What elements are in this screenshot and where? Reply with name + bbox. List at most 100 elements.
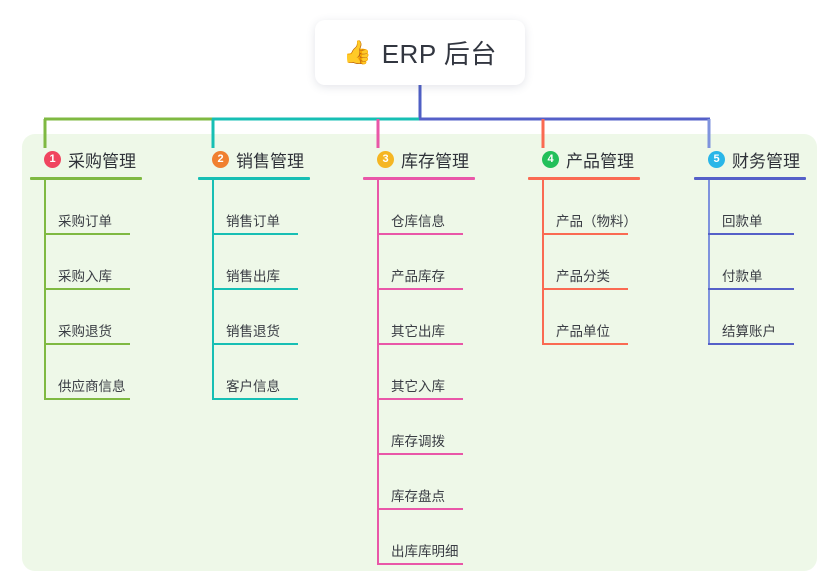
leaf-node[interactable]: 供应商信息 <box>44 345 142 400</box>
leaf-label: 付款单 <box>722 269 763 284</box>
leaf-node[interactable]: 产品单位 <box>542 290 640 345</box>
branch-column-3: 3 库存管理仓库信息产品库存其它出库其它入库库存调拨库存盘点出库库明细 <box>363 148 475 565</box>
leaf-underline <box>377 288 463 290</box>
branch-items-3: 仓库信息产品库存其它出库其它入库库存调拨库存盘点出库库明细 <box>363 180 475 565</box>
leaf-label: 产品单位 <box>556 324 610 339</box>
branch-header-2[interactable]: 2 销售管理 <box>198 148 310 171</box>
leaf-label: 产品库存 <box>391 269 445 284</box>
leaf-node[interactable]: 其它入库 <box>377 345 475 400</box>
branch-spine-4 <box>542 180 544 345</box>
leaf-underline <box>212 233 298 235</box>
branch-column-2: 2 销售管理销售订单销售出库销售退货客户信息 <box>198 148 310 400</box>
leaf-underline <box>44 343 130 345</box>
leaf-label: 销售出库 <box>226 269 280 284</box>
leaf-node[interactable]: 出库库明细 <box>377 510 475 565</box>
branch-badge-1: 1 <box>44 150 61 168</box>
leaf-node[interactable]: 产品分类 <box>542 235 640 290</box>
thumbs-up-icon: 👍 <box>343 39 372 65</box>
leaf-node[interactable]: 库存调拨 <box>377 400 475 455</box>
leaf-node[interactable]: 结算账户 <box>708 290 806 345</box>
leaf-label: 采购退货 <box>58 324 112 339</box>
leaf-underline <box>708 288 794 290</box>
branch-header-3[interactable]: 3 库存管理 <box>363 148 475 171</box>
leaf-node[interactable]: 销售退货 <box>212 290 310 345</box>
diagram-panel <box>22 134 817 571</box>
leaf-node[interactable]: 采购退货 <box>44 290 142 345</box>
leaf-label: 回款单 <box>722 214 763 229</box>
leaf-node[interactable]: 客户信息 <box>212 345 310 400</box>
leaf-label: 采购入库 <box>58 269 112 284</box>
leaf-label: 库存调拨 <box>391 434 445 449</box>
leaf-node[interactable]: 采购订单 <box>44 180 142 235</box>
branch-header-5[interactable]: 5 财务管理 <box>694 148 806 171</box>
branch-title-2: 销售管理 <box>236 151 304 171</box>
branch-spine-5 <box>708 180 710 345</box>
leaf-node[interactable]: 付款单 <box>708 235 806 290</box>
branch-column-4: 4 产品管理产品（物料） 产品分类产品单位 <box>528 148 640 345</box>
branch-underline-5 <box>694 177 806 180</box>
leaf-underline <box>377 563 463 565</box>
leaf-label: 出库库明细 <box>391 544 459 559</box>
leaf-underline <box>44 288 130 290</box>
branch-badge-3: 3 <box>377 150 394 168</box>
branch-items-5: 回款单付款单结算账户 <box>694 180 806 345</box>
leaf-underline <box>708 343 794 345</box>
leaf-label: 产品（物料） <box>556 214 637 229</box>
leaf-node[interactable]: 产品（物料） <box>542 180 640 235</box>
leaf-underline <box>377 233 463 235</box>
branch-column-1: 1 采购管理采购订单采购入库采购退货供应商信息 <box>30 148 142 400</box>
branch-spine-2 <box>212 180 214 400</box>
leaf-underline <box>377 398 463 400</box>
branch-header-4[interactable]: 4 产品管理 <box>528 148 640 171</box>
branch-badge-5: 5 <box>708 150 725 168</box>
leaf-label: 结算账户 <box>722 324 776 339</box>
branch-underline-4 <box>528 177 640 180</box>
branch-underline-3 <box>363 177 475 180</box>
branch-badge-4: 4 <box>542 150 559 168</box>
leaf-underline <box>212 343 298 345</box>
leaf-node[interactable]: 库存盘点 <box>377 455 475 510</box>
branch-items-2: 销售订单销售出库销售退货客户信息 <box>198 180 310 400</box>
branch-underline-2 <box>198 177 310 180</box>
branch-title-3: 库存管理 <box>401 151 469 171</box>
leaf-underline <box>212 398 298 400</box>
branch-spine-3 <box>377 180 379 565</box>
leaf-node[interactable]: 仓库信息 <box>377 180 475 235</box>
leaf-underline <box>44 398 130 400</box>
leaf-label: 其它入库 <box>391 379 445 394</box>
leaf-label: 采购订单 <box>58 214 112 229</box>
leaf-label: 销售退货 <box>226 324 280 339</box>
leaf-label: 其它出库 <box>391 324 445 339</box>
root-title: ERP 后台 <box>381 39 497 69</box>
leaf-label: 供应商信息 <box>58 379 126 394</box>
branch-title-5: 财务管理 <box>732 151 800 171</box>
branch-column-5: 5 财务管理回款单付款单结算账户 <box>694 148 806 345</box>
branch-items-4: 产品（物料） 产品分类产品单位 <box>528 180 640 345</box>
leaf-underline <box>377 343 463 345</box>
root-node[interactable]: 👍 ERP 后台 <box>315 20 525 85</box>
leaf-label: 销售订单 <box>226 214 280 229</box>
branch-header-1[interactable]: 1 采购管理 <box>30 148 142 171</box>
leaf-underline <box>377 453 463 455</box>
leaf-node[interactable]: 产品库存 <box>377 235 475 290</box>
branch-underline-1 <box>30 177 142 180</box>
leaf-node[interactable]: 其它出库 <box>377 290 475 345</box>
branch-items-1: 采购订单采购入库采购退货供应商信息 <box>30 180 142 400</box>
leaf-node[interactable]: 销售订单 <box>212 180 310 235</box>
branch-badge-2: 2 <box>212 150 229 168</box>
leaf-node[interactable]: 销售出库 <box>212 235 310 290</box>
branch-title-1: 采购管理 <box>68 151 136 171</box>
branch-spine-1 <box>44 180 46 400</box>
leaf-label: 仓库信息 <box>391 214 445 229</box>
leaf-label: 库存盘点 <box>391 489 445 504</box>
leaf-underline <box>44 233 130 235</box>
leaf-label: 产品分类 <box>556 269 610 284</box>
leaf-underline <box>212 288 298 290</box>
branch-title-4: 产品管理 <box>566 151 634 171</box>
leaf-node[interactable]: 回款单 <box>708 180 806 235</box>
leaf-underline <box>542 233 628 235</box>
leaf-label: 客户信息 <box>226 379 280 394</box>
leaf-node[interactable]: 采购入库 <box>44 235 142 290</box>
leaf-underline <box>542 288 628 290</box>
